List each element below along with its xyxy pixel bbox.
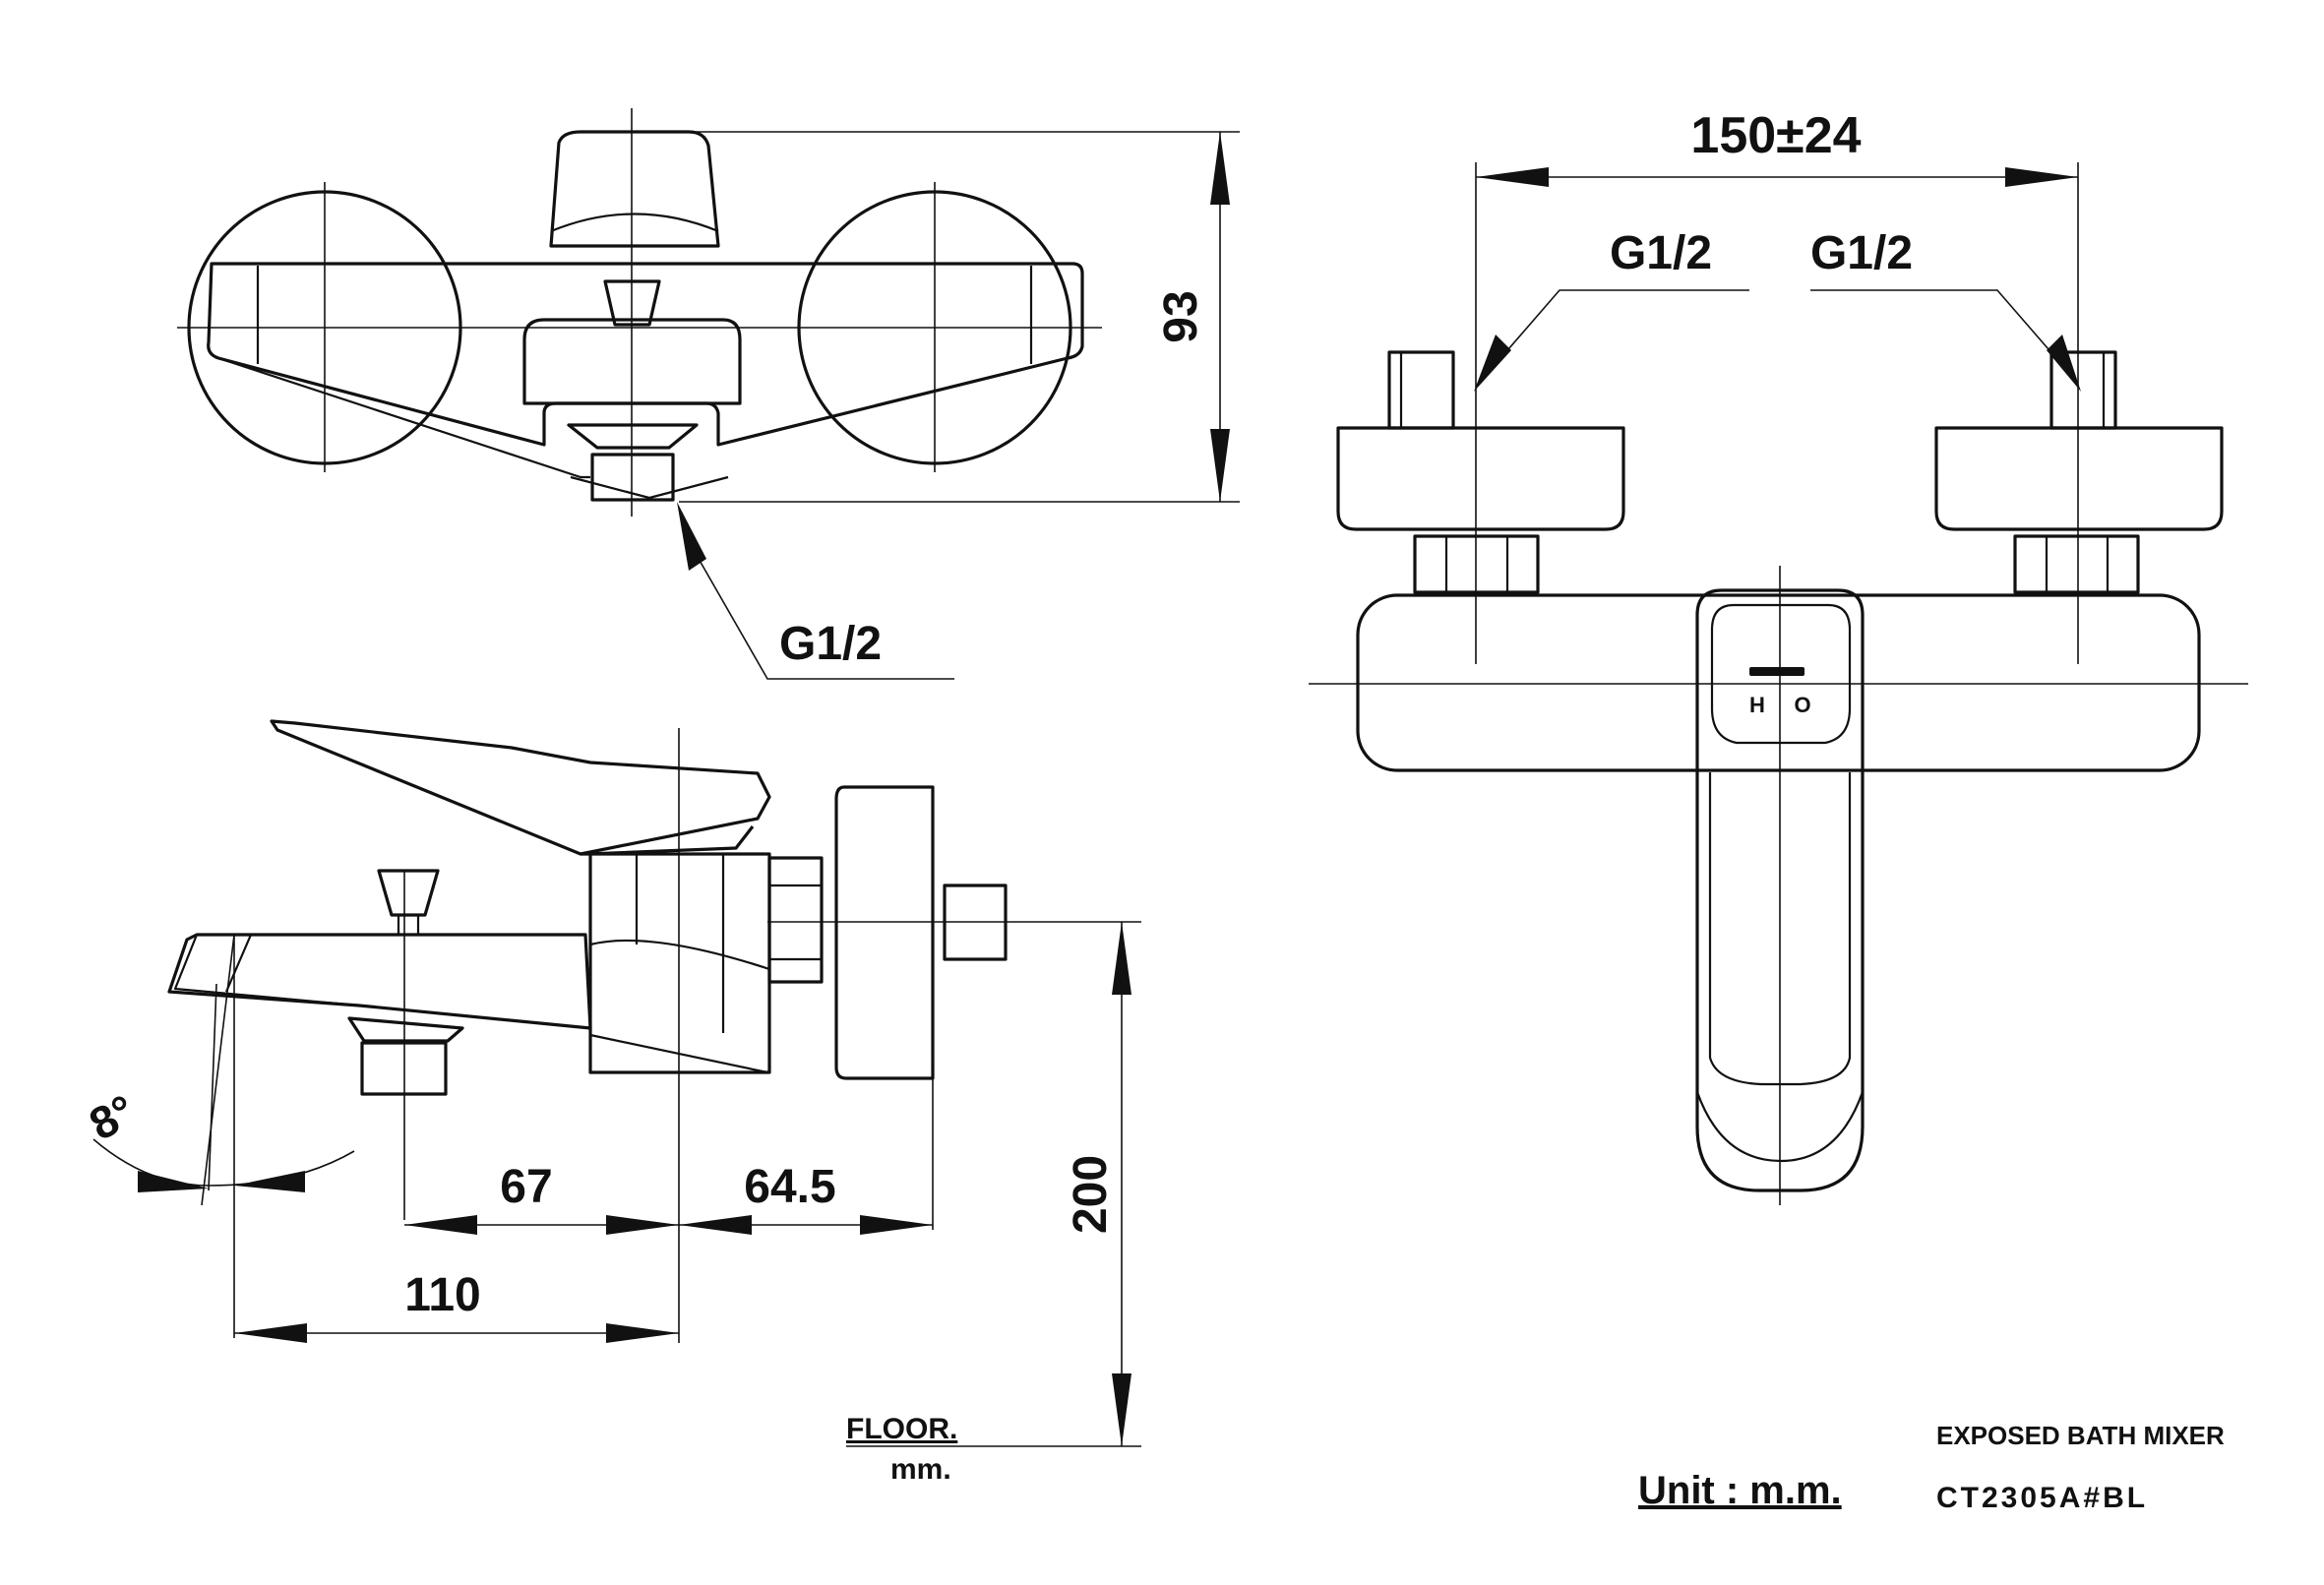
inlet-right-arrow (2047, 335, 2081, 392)
side-lever (270, 719, 771, 856)
dim-110-arrow-left (234, 1323, 307, 1343)
front-right-nut (2013, 534, 2140, 594)
front-left-inlet (1387, 350, 1455, 430)
top-aerator (567, 423, 699, 450)
inlet-left-arrow (1474, 335, 1511, 392)
dim-93-arrow-bottom (1210, 429, 1230, 502)
outlet-thread-arrow (677, 502, 706, 571)
floor-unit-label: mm. (890, 1453, 951, 1486)
dim-645-arrow-right (860, 1215, 933, 1235)
outlet-thread-leader (682, 530, 954, 680)
hot-mark: H (1749, 693, 1765, 717)
brand-logo (1749, 667, 1804, 676)
unit-label: Unit : m.m. (1638, 1469, 1842, 1512)
side-conn-nut (767, 856, 824, 984)
angle-line-1 (201, 934, 235, 1206)
dim-645-label: 64.5 (744, 1161, 835, 1213)
front-handle-bottom (1695, 1091, 1865, 1163)
side-spout (167, 933, 592, 1030)
dim-93-label: 93 (1155, 290, 1207, 342)
dim-67-arrow-right (606, 1215, 679, 1235)
top-diverter-knob (603, 279, 661, 327)
dim-150-label: 150±24 (1690, 107, 1861, 164)
side-lever-neck (581, 825, 755, 856)
dim-110-label: 110 (404, 1269, 480, 1321)
inlet-left-label: G1/2 (1610, 227, 1712, 279)
floor-label: FLOOR. (846, 1413, 957, 1445)
side-aerator (347, 1016, 464, 1043)
angle-arrow-left (138, 1171, 209, 1192)
front-body (1356, 593, 2201, 772)
front-left-flange (1336, 426, 1625, 531)
inlet-right-label: G1/2 (1810, 227, 1913, 279)
side-diverter-stem (397, 913, 420, 937)
inlet-right-leader (1810, 289, 2062, 365)
dim-200-arrow-bottom (1112, 1373, 1131, 1446)
dim-67-label: 67 (500, 1161, 552, 1213)
front-handle-inner (1708, 772, 1852, 1086)
angle-arc (92, 1138, 355, 1187)
side-spout-tip (224, 934, 253, 993)
dim-8-label: 8° (81, 1084, 143, 1150)
side-view: 8° 67 64.5 110 200 FLOOR. mm. (81, 719, 1141, 1486)
inlet-left-leader (1495, 289, 1749, 365)
front-handle (1695, 588, 1865, 1192)
dim-200-label: 200 (1065, 1155, 1117, 1234)
dim-200-arrow-top (1112, 922, 1131, 995)
side-wall-flange (834, 785, 935, 1080)
front-view: H O 150±24 G1/2 G1/2 (1309, 107, 2248, 1205)
dim-93-arrow-top (1210, 132, 1230, 205)
title-block: Unit : m.m. EXPOSED BATH MIXER CT2305A#B… (1638, 1421, 2225, 1514)
top-outlet-nut (590, 453, 675, 502)
side-valve-curve (589, 939, 770, 971)
front-right-inlet (2049, 350, 2117, 430)
dim-67-arrow-left (404, 1215, 477, 1235)
front-handle-plate (1710, 603, 1852, 745)
dim-645-arrow-left (679, 1215, 752, 1235)
product-name: EXPOSED BATH MIXER (1936, 1421, 2225, 1450)
top-body-lower-edge (217, 356, 1069, 479)
top-lever-curve (550, 213, 719, 233)
side-spout-inner (173, 934, 768, 1074)
dim-110-arrow-right (606, 1323, 679, 1343)
angle-arrow-right (234, 1171, 305, 1192)
top-body (207, 262, 1084, 447)
cold-mark: O (1794, 693, 1810, 717)
top-spout-edge (570, 475, 729, 500)
dim-150-arrow-right (2005, 167, 2078, 187)
model-number: CT2305A#BL (1936, 1482, 2148, 1514)
top-lever (549, 130, 720, 248)
top-view: 93 G1/2 (177, 108, 1240, 680)
dim-150-arrow-left (1476, 167, 1549, 187)
front-right-flange (1934, 426, 2224, 531)
outlet-thread-label: G1/2 (779, 618, 882, 670)
angle-line-2 (208, 983, 217, 1191)
side-diverter-knob (377, 869, 440, 917)
